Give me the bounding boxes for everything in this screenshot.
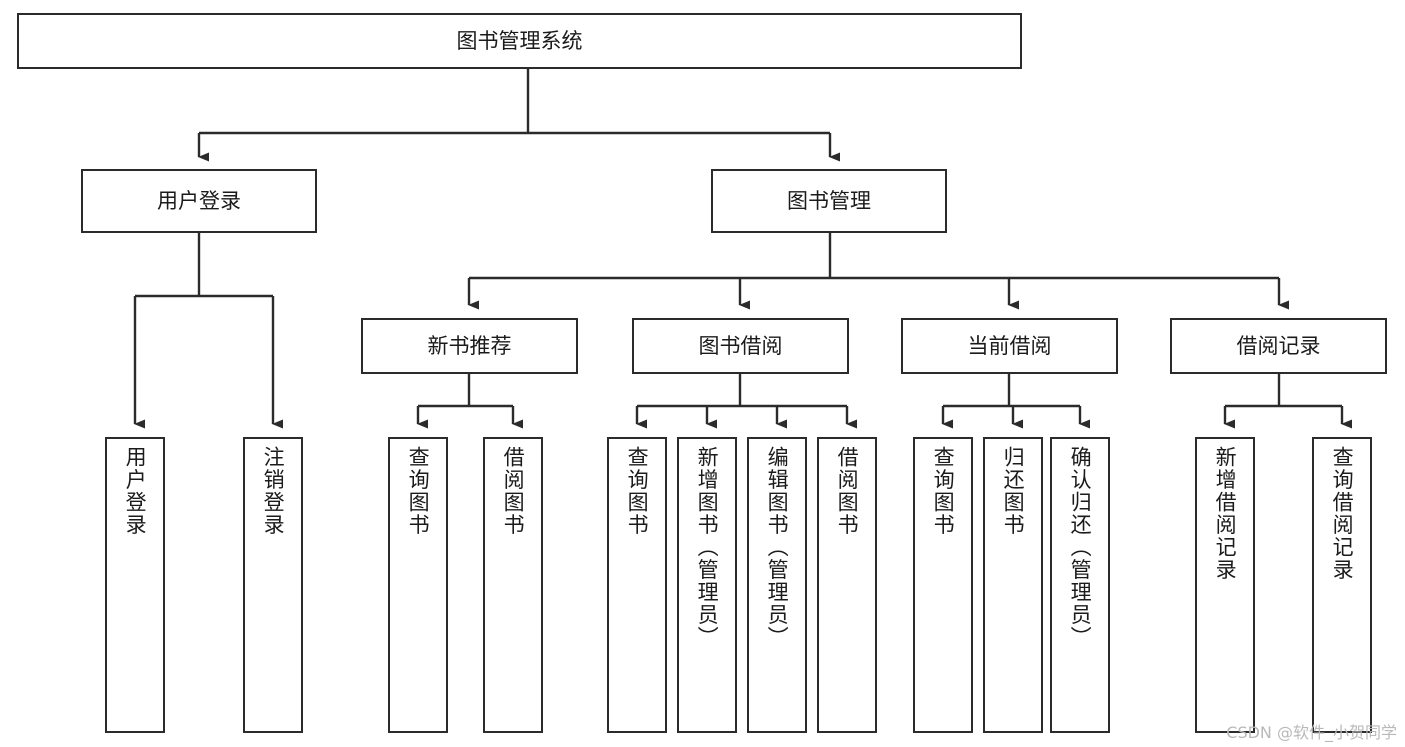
leaf-logout[interactable]: 注销登录 bbox=[243, 437, 303, 733]
node-book-manage[interactable]: 图书管理 bbox=[711, 169, 947, 233]
leaf-confirm-return[interactable]: 确认归还（管理员） bbox=[1050, 437, 1110, 733]
node-new-book-rec[interactable]: 新书推荐 bbox=[361, 318, 578, 374]
leaf-edit-book-label: 编辑图书（管理员） bbox=[765, 446, 790, 649]
leaf-add-book-label: 新增图书（管理员） bbox=[695, 446, 720, 649]
leaf-edit-book[interactable]: 编辑图书（管理员） bbox=[747, 437, 807, 733]
leaf-user-login-label: 用户登录 bbox=[123, 446, 148, 536]
leaf-borrow-book-2[interactable]: 借阅图书 bbox=[817, 437, 877, 733]
node-root-label: 图书管理系统 bbox=[456, 28, 583, 53]
leaf-query-book-1[interactable]: 查询图书 bbox=[388, 437, 448, 733]
leaf-query-book-3[interactable]: 查询图书 bbox=[913, 437, 973, 733]
node-borrow-record[interactable]: 借阅记录 bbox=[1170, 318, 1387, 374]
node-borrow-record-label: 借阅记录 bbox=[1236, 333, 1321, 358]
csdn-watermark: CSDN @软件_小贺同学 bbox=[1226, 723, 1397, 742]
node-new-book-rec-label: 新书推荐 bbox=[427, 333, 512, 358]
leaf-borrow-book-1[interactable]: 借阅图书 bbox=[483, 437, 543, 733]
node-current-borrow-label: 当前借阅 bbox=[967, 333, 1052, 358]
node-current-borrow[interactable]: 当前借阅 bbox=[901, 318, 1118, 374]
node-user-login-label: 用户登录 bbox=[157, 188, 241, 213]
leaf-user-login[interactable]: 用户登录 bbox=[105, 437, 165, 733]
leaf-query-book-3-label: 查询图书 bbox=[931, 446, 956, 536]
node-book-borrow-label: 图书借阅 bbox=[698, 333, 783, 358]
leaf-return-book[interactable]: 归还图书 bbox=[983, 437, 1043, 733]
leaf-return-book-label: 归还图书 bbox=[1001, 446, 1026, 536]
leaf-confirm-return-label: 确认归还（管理员） bbox=[1068, 446, 1093, 649]
node-book-borrow[interactable]: 图书借阅 bbox=[632, 318, 849, 374]
leaf-query-record[interactable]: 查询借阅记录 bbox=[1312, 437, 1372, 733]
node-book-manage-label: 图书管理 bbox=[787, 188, 871, 213]
leaf-logout-label: 注销登录 bbox=[261, 446, 286, 536]
node-user-login[interactable]: 用户登录 bbox=[81, 169, 317, 233]
node-root[interactable]: 图书管理系统 bbox=[17, 13, 1022, 69]
leaf-query-book-2[interactable]: 查询图书 bbox=[607, 437, 667, 733]
leaf-query-record-label: 查询借阅记录 bbox=[1330, 446, 1355, 581]
leaf-add-record[interactable]: 新增借阅记录 bbox=[1195, 437, 1255, 733]
leaf-query-book-1-label: 查询图书 bbox=[406, 446, 431, 536]
leaf-query-book-2-label: 查询图书 bbox=[625, 446, 650, 536]
leaf-borrow-book-1-label: 借阅图书 bbox=[501, 446, 526, 536]
leaf-add-record-label: 新增借阅记录 bbox=[1213, 446, 1238, 581]
leaf-add-book[interactable]: 新增图书（管理员） bbox=[677, 437, 737, 733]
leaf-borrow-book-2-label: 借阅图书 bbox=[835, 446, 860, 536]
